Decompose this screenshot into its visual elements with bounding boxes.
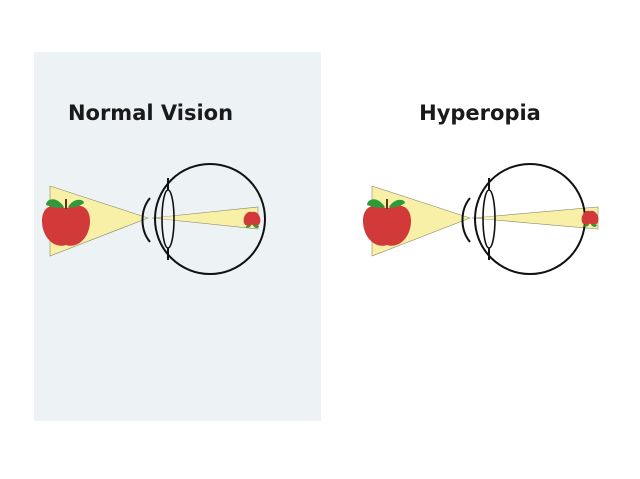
normal-vision-diagram <box>42 163 266 275</box>
normal-vision-title: Normal Vision <box>67 101 234 125</box>
hyperopia-diagram <box>363 163 599 275</box>
hyperopia-title: Hyperopia <box>419 101 541 125</box>
inverted-apple-image-icon <box>581 210 599 228</box>
inverted-apple-image-icon <box>243 211 261 229</box>
eye-cross-section-icon <box>141 163 266 275</box>
apple-icon <box>42 199 90 246</box>
apple-icon <box>363 199 411 246</box>
